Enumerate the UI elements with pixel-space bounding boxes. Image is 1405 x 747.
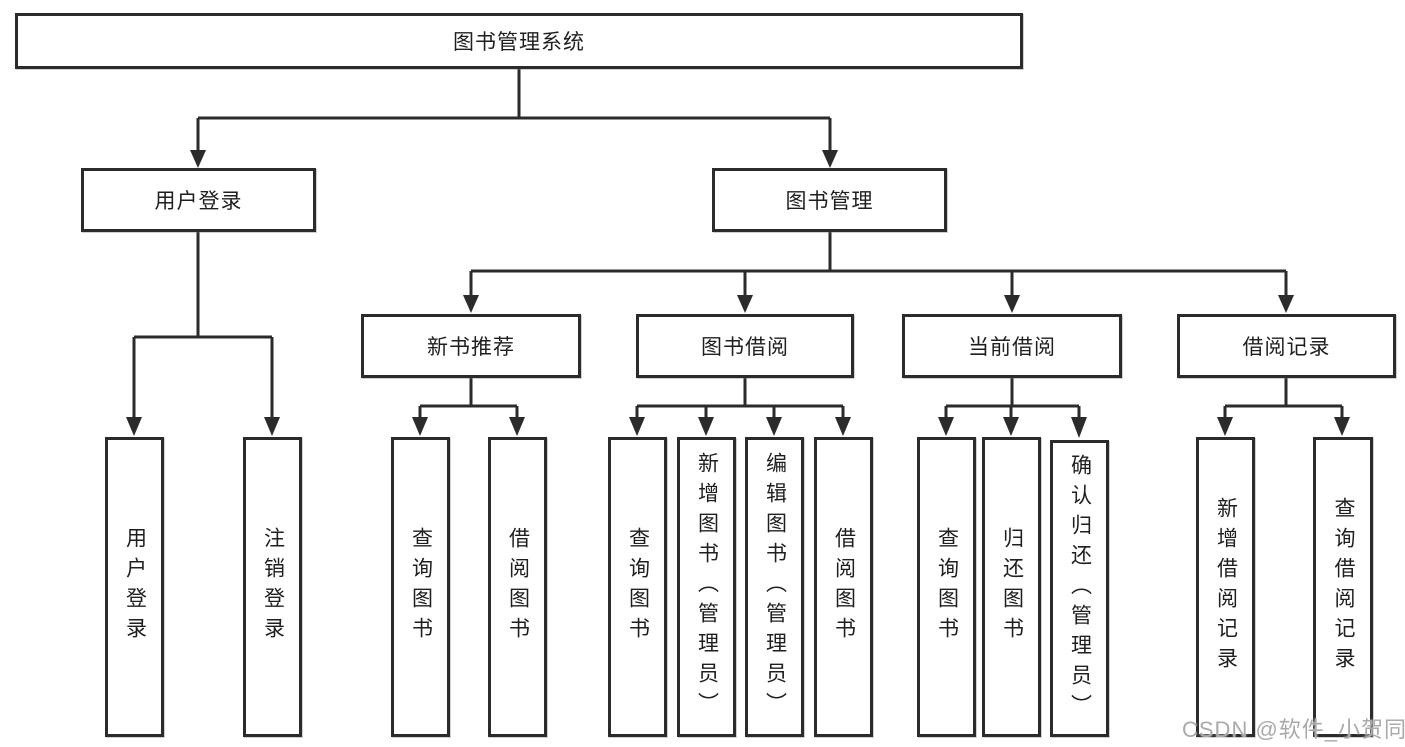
arrow-cb-confirm [1071,417,1087,438]
arrow-bb-edit [766,417,782,436]
leaf-cb-query-books: 查询图书 [917,437,976,737]
node-new-book-rec-label: 新书推荐 [427,336,515,359]
arrow-br-query [1334,417,1350,436]
arrow-book-borrow [737,295,753,313]
node-borrow-records-label: 借阅记录 [1242,336,1331,359]
leaf-bb-add-books: 新增图书（管理员） [677,437,736,737]
node-book-mgmt: 图书管理 [712,168,947,232]
leaf-bb-edit-books-label: 编辑图书（管理员） [763,452,787,722]
leaf-br-add-record: 新增借阅记录 [1196,437,1255,737]
leaf-cb-return-books-label: 归还图书 [1000,527,1024,647]
arrow-cb-return [1003,417,1019,436]
connector-current-borrow [944,378,1081,419]
leaf-bb-query-books: 查询图书 [608,437,667,737]
arrow-cb-query [938,417,954,436]
node-root: 图书管理系统 [15,13,1023,69]
node-user-login-label: 用户登录 [154,190,243,213]
node-book-borrow-label: 图书借阅 [701,336,789,359]
arrow-bb-borrow [835,417,851,436]
node-current-borrow-label: 当前借阅 [968,336,1056,359]
arrow-current-borrow [1004,295,1020,313]
leaf-bb-borrow-books: 借阅图书 [814,437,873,737]
leaf-bb-edit-books: 编辑图书（管理员） [745,437,804,737]
node-user-login: 用户登录 [81,168,316,232]
arrow-user-login [190,150,206,168]
arrow-login-logout [264,417,280,436]
leaf-br-add-record-label: 新增借阅记录 [1214,497,1238,677]
arrow-bb-add [698,417,714,436]
node-current-borrow: 当前借阅 [902,314,1122,378]
node-borrow-records: 借阅记录 [1177,314,1396,378]
leaf-cb-return-books: 归还图书 [982,437,1041,737]
leaf-bb-borrow-books-label: 借阅图书 [832,527,856,647]
connector-user-login [132,232,274,419]
node-book-borrow: 图书借阅 [636,314,854,378]
connector-book-borrow [635,378,845,419]
leaf-bb-query-books-label: 查询图书 [626,527,650,647]
arrow-rec-borrow [509,417,525,436]
arrow-rec-query [412,417,428,436]
leaf-bb-add-books-label: 新增图书（管理员） [695,452,719,722]
leaf-user-login: 用户登录 [105,437,164,737]
leaf-cb-query-books-label: 查询图书 [935,527,959,647]
leaf-rec-query-books: 查询图书 [391,437,450,737]
leaf-cb-confirm-return-label: 确认归还（管理员） [1068,453,1092,724]
node-book-mgmt-label: 图书管理 [785,190,874,213]
leaf-logout: 注销登录 [243,437,302,737]
leaf-user-login-label: 用户登录 [123,527,147,647]
csdn-watermark: CSDN @软件_小贺同学 [1182,717,1405,742]
arrow-book-mgmt [822,150,838,168]
arrow-br-add [1217,417,1233,436]
arrow-login-user [126,417,142,436]
arrow-new-book-rec [463,295,479,313]
leaf-rec-borrow-books: 借阅图书 [488,437,547,737]
connector-borrow-records [1223,378,1344,419]
leaf-logout-label: 注销登录 [261,527,285,647]
leaf-cb-confirm-return: 确认归还（管理员） [1050,440,1109,737]
connector-new-book-rec [418,378,519,419]
leaf-rec-query-books-label: 查询图书 [409,527,433,647]
connector-book-mgmt [469,232,1288,296]
arrow-bb-query [629,417,645,436]
node-new-book-rec: 新书推荐 [361,314,581,378]
leaf-rec-borrow-books-label: 借阅图书 [506,527,530,647]
connector-root [196,69,832,151]
node-root-label: 图书管理系统 [453,31,585,54]
arrow-borrow-records [1278,295,1294,313]
leaf-br-query-record-label: 查询借阅记录 [1332,497,1355,677]
leaf-br-query-record: 查询借阅记录 [1313,437,1373,737]
